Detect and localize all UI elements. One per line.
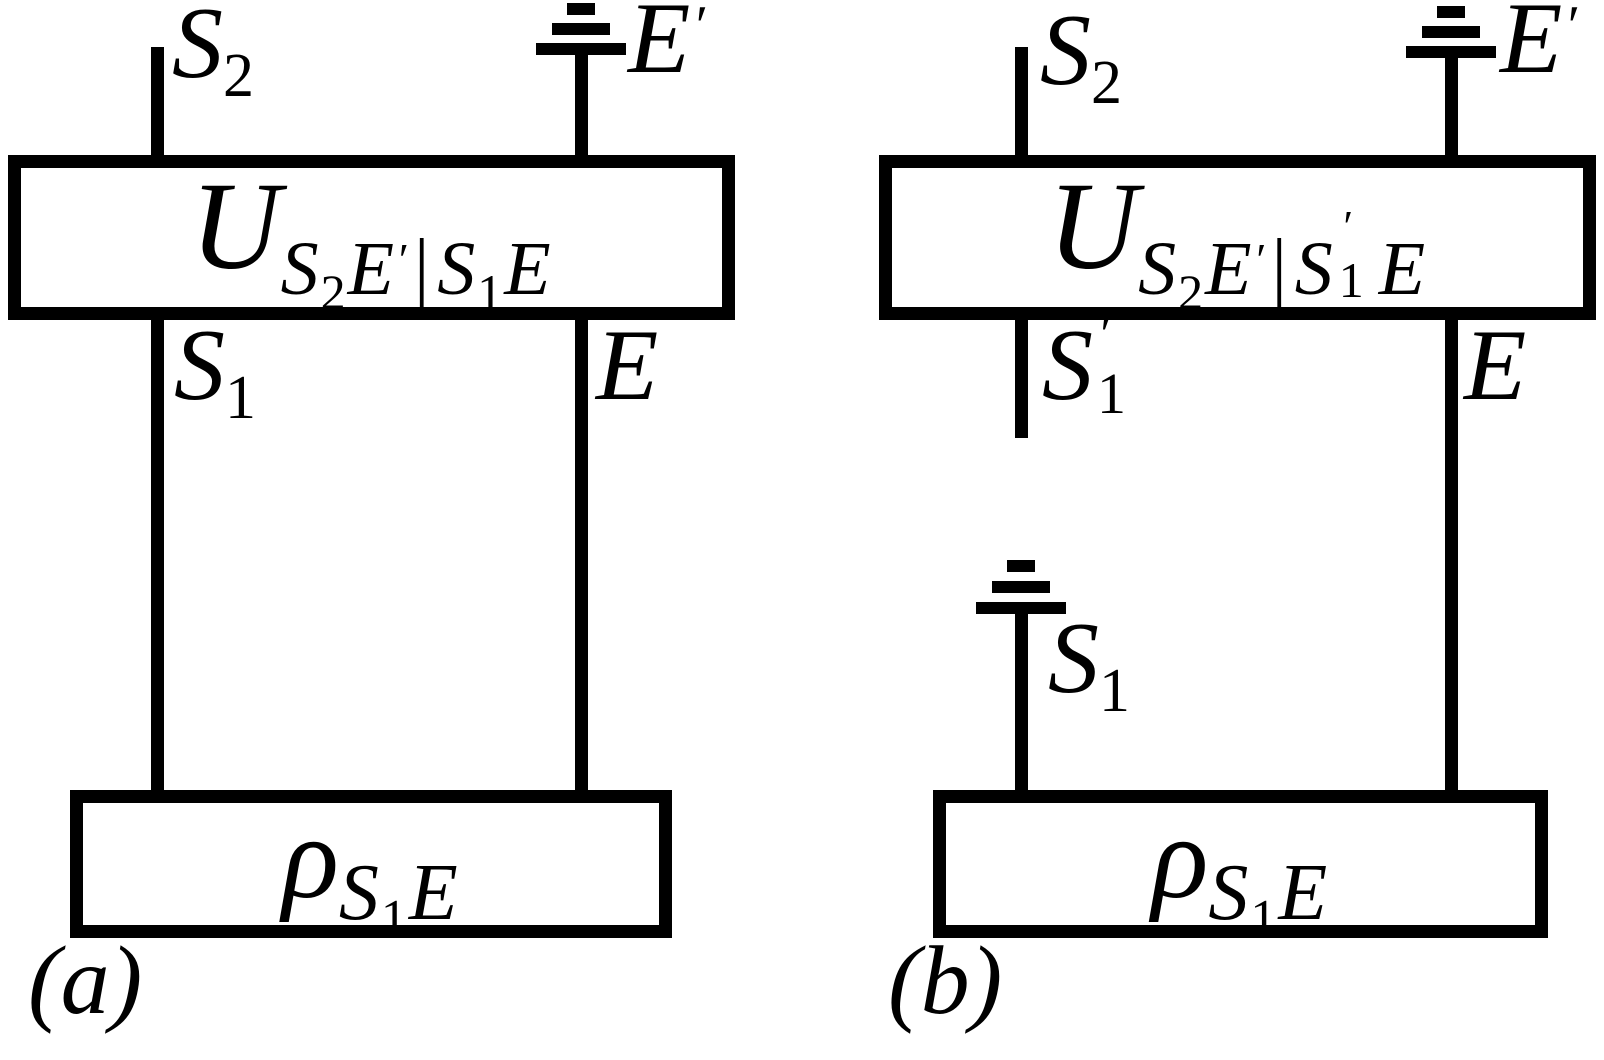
wire-e-prime-a [575,55,588,155]
wire-label-e-b: E [1464,309,1527,422]
wire-label-s1-ground-b: S1 [1048,602,1130,725]
wire-label-s1-a: S1 [174,309,256,432]
wire-label-s2-a: S2 [172,0,254,110]
state-label-a: ρS1E [282,792,460,947]
caption-b: (b) [888,927,1003,1035]
state-box-a: ρS1E [70,790,672,947]
wire-s1-a [151,320,164,790]
wire-label-s1-prime-b: S′1 [1042,304,1126,426]
unitary-box-a: US2E′|S1E [8,155,735,320]
wire-e-b [1445,320,1458,790]
wire-s1-prime-stub-b [1015,320,1028,438]
unitary-label-a: US2E′|S1E [190,158,553,320]
wire-s1-ground-b [1015,614,1028,790]
wire-s2-a [151,47,164,155]
wire-label-s2-b: S2 [1040,0,1122,117]
wire-label-e-prime-b: E′ [1500,0,1577,95]
state-label-b: ρS1E [1151,792,1330,947]
state-box-b: ρS1E [933,790,1548,947]
wire-e-a [575,320,588,790]
wire-s2-b [1015,47,1028,155]
wire-label-e-prime-a: E′ [628,0,705,95]
wire-e-prime-b [1445,58,1458,155]
caption-a: (a) [28,927,143,1035]
wire-label-e-a: E [596,309,659,422]
